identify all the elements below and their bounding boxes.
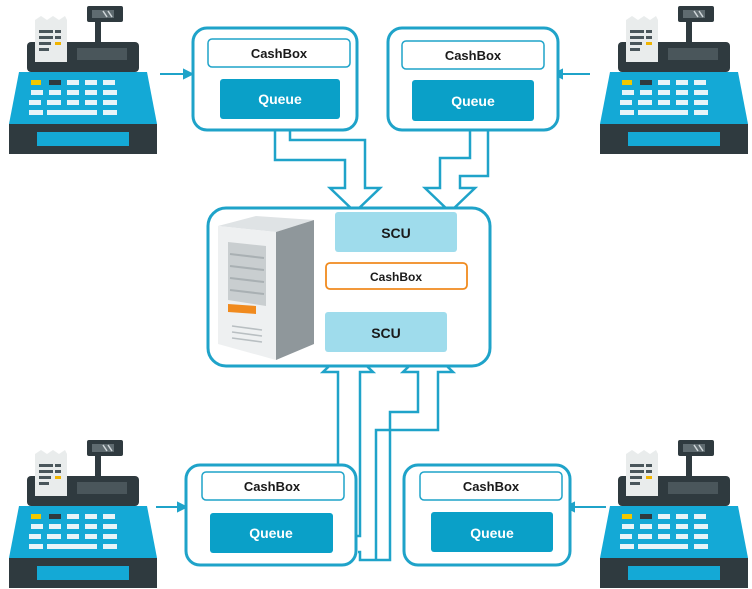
cashbox-label: CashBox	[251, 46, 308, 61]
queue-to-scu-arrow	[421, 120, 490, 214]
queue-box	[431, 512, 553, 552]
queue-label: Queue	[451, 93, 495, 109]
cashbox-label-box	[201, 471, 345, 501]
scu-label: SCU	[381, 225, 411, 241]
register-arrow	[160, 68, 195, 80]
queue-box	[220, 79, 340, 119]
server-tower-icon	[218, 216, 314, 360]
queue-label: Queue	[249, 525, 293, 541]
cash-register-icon	[8, 439, 158, 589]
register-arrow	[156, 501, 189, 513]
scu-box	[335, 212, 457, 252]
queue-to-scu-arrow	[358, 346, 457, 562]
cashbox-label-box	[419, 471, 563, 501]
queue-box	[210, 513, 333, 553]
cashbox-label-box	[401, 40, 545, 70]
cashbox-label: CashBox	[463, 479, 520, 494]
cashbox-label-box	[325, 262, 468, 290]
register-arrow	[563, 501, 606, 513]
queue-box	[412, 80, 534, 121]
cashbox-label-box	[207, 38, 351, 68]
queue-label: Queue	[470, 525, 514, 541]
cashbox-label: CashBox	[370, 270, 422, 284]
scu-label: SCU	[371, 325, 401, 341]
scu-box	[325, 312, 447, 352]
cash-register-icon	[8, 5, 158, 155]
queue-label: Queue	[258, 91, 302, 107]
cash-register-icon	[599, 5, 749, 155]
cash-register-icon	[599, 439, 749, 589]
cashbox-label: CashBox	[244, 479, 301, 494]
cashbox-label: CashBox	[445, 48, 502, 63]
queue-to-scu-arrow	[273, 120, 384, 214]
